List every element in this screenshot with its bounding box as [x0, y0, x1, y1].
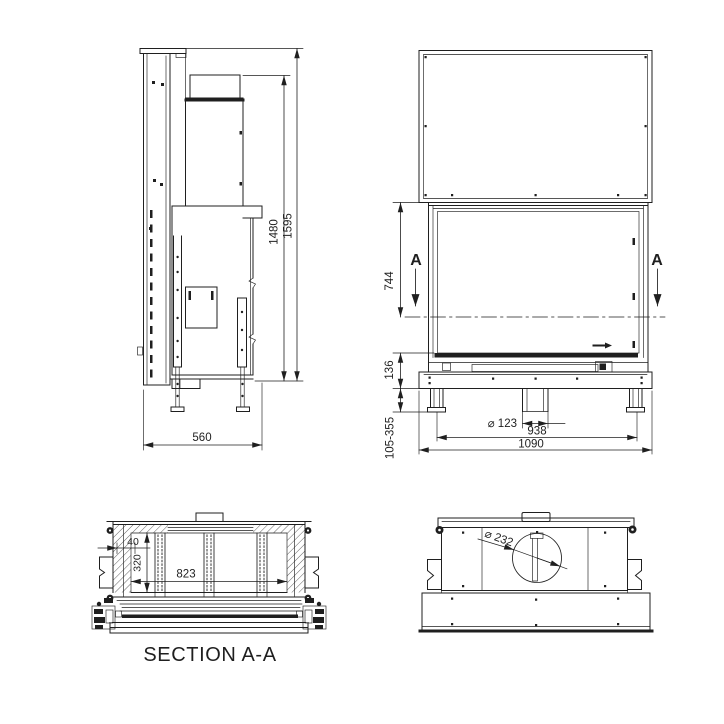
dim-duct-diameter-label: ⌀ 123: [488, 418, 517, 430]
top-side-flaps: [427, 559, 642, 590]
side-firebox-body: [169, 205, 263, 389]
dim-inner-depth-label: 320: [132, 554, 144, 572]
top-view: ⌀ 232: [418, 512, 654, 633]
front-firebox-frame: [428, 202, 649, 373]
front-elevation-view: A A 744 136 105-355 ⌀ 123 938 1090: [384, 50, 666, 459]
dim-flue-diameter-label: ⌀ 232: [483, 528, 515, 549]
dim-feet-span-label: 938: [527, 426, 546, 438]
section-latch-hardware-right: [296, 598, 327, 630]
side-elevation-view: 1480 1595 560: [137, 48, 304, 451]
dim-leg-adjust-label: 105-355: [385, 417, 397, 459]
glass-bottom-frame: [434, 353, 638, 358]
front-legs: [427, 388, 645, 413]
side-flue-collar: [189, 74, 241, 99]
side-smoke-chamber: [184, 97, 245, 207]
side-rear-leg: [170, 235, 185, 412]
dim-total-height-label: 1595: [283, 213, 295, 239]
front-hood-panel: [418, 50, 653, 203]
section-front-assembly: [109, 596, 309, 634]
section-marker-a-right: A: [651, 252, 663, 269]
section-marker-a-left: A: [410, 252, 422, 269]
side-dimensions: 1480 1595 560: [143, 48, 304, 451]
dim-flue-height-label: 1480: [269, 219, 281, 245]
section-markers: A A: [410, 252, 663, 307]
section-convection-columns: [154, 532, 268, 598]
top-body: [441, 527, 628, 594]
front-dimensions: 744 136 105-355 ⌀ 123 938 1090: [384, 202, 653, 459]
section-dimensions: 40 320 823: [97, 532, 288, 593]
top-frame-band: [435, 512, 637, 534]
side-back-panel: [137, 48, 187, 386]
front-base-platform: [418, 371, 653, 389]
top-base-platform: [418, 592, 654, 633]
side-front-leg: [236, 297, 250, 412]
dim-wall-gap-label: 40: [127, 536, 139, 548]
section-side-brackets: [99, 556, 319, 589]
section-latch-hardware-left: [91, 598, 122, 630]
front-grille: [428, 361, 649, 373]
side-access-door: [185, 286, 218, 329]
top-flue-outlet: [512, 532, 562, 583]
section-shell: [106, 512, 312, 598]
brand-logo-mark: [592, 342, 612, 349]
dim-depth-label: 560: [192, 432, 211, 444]
top-dimensions: ⌀ 232: [477, 528, 568, 570]
dim-overall-width-label: 1090: [518, 439, 544, 451]
dim-firebox-height-label: 744: [384, 271, 396, 291]
section-title: SECTION A-A: [143, 644, 276, 666]
section-aa-view: 40 320 823 SECTION A-A: [91, 512, 327, 666]
front-center-duct: [522, 388, 549, 412]
dim-base-height-label: 136: [384, 360, 396, 379]
dim-inner-width-label: 823: [176, 569, 195, 581]
